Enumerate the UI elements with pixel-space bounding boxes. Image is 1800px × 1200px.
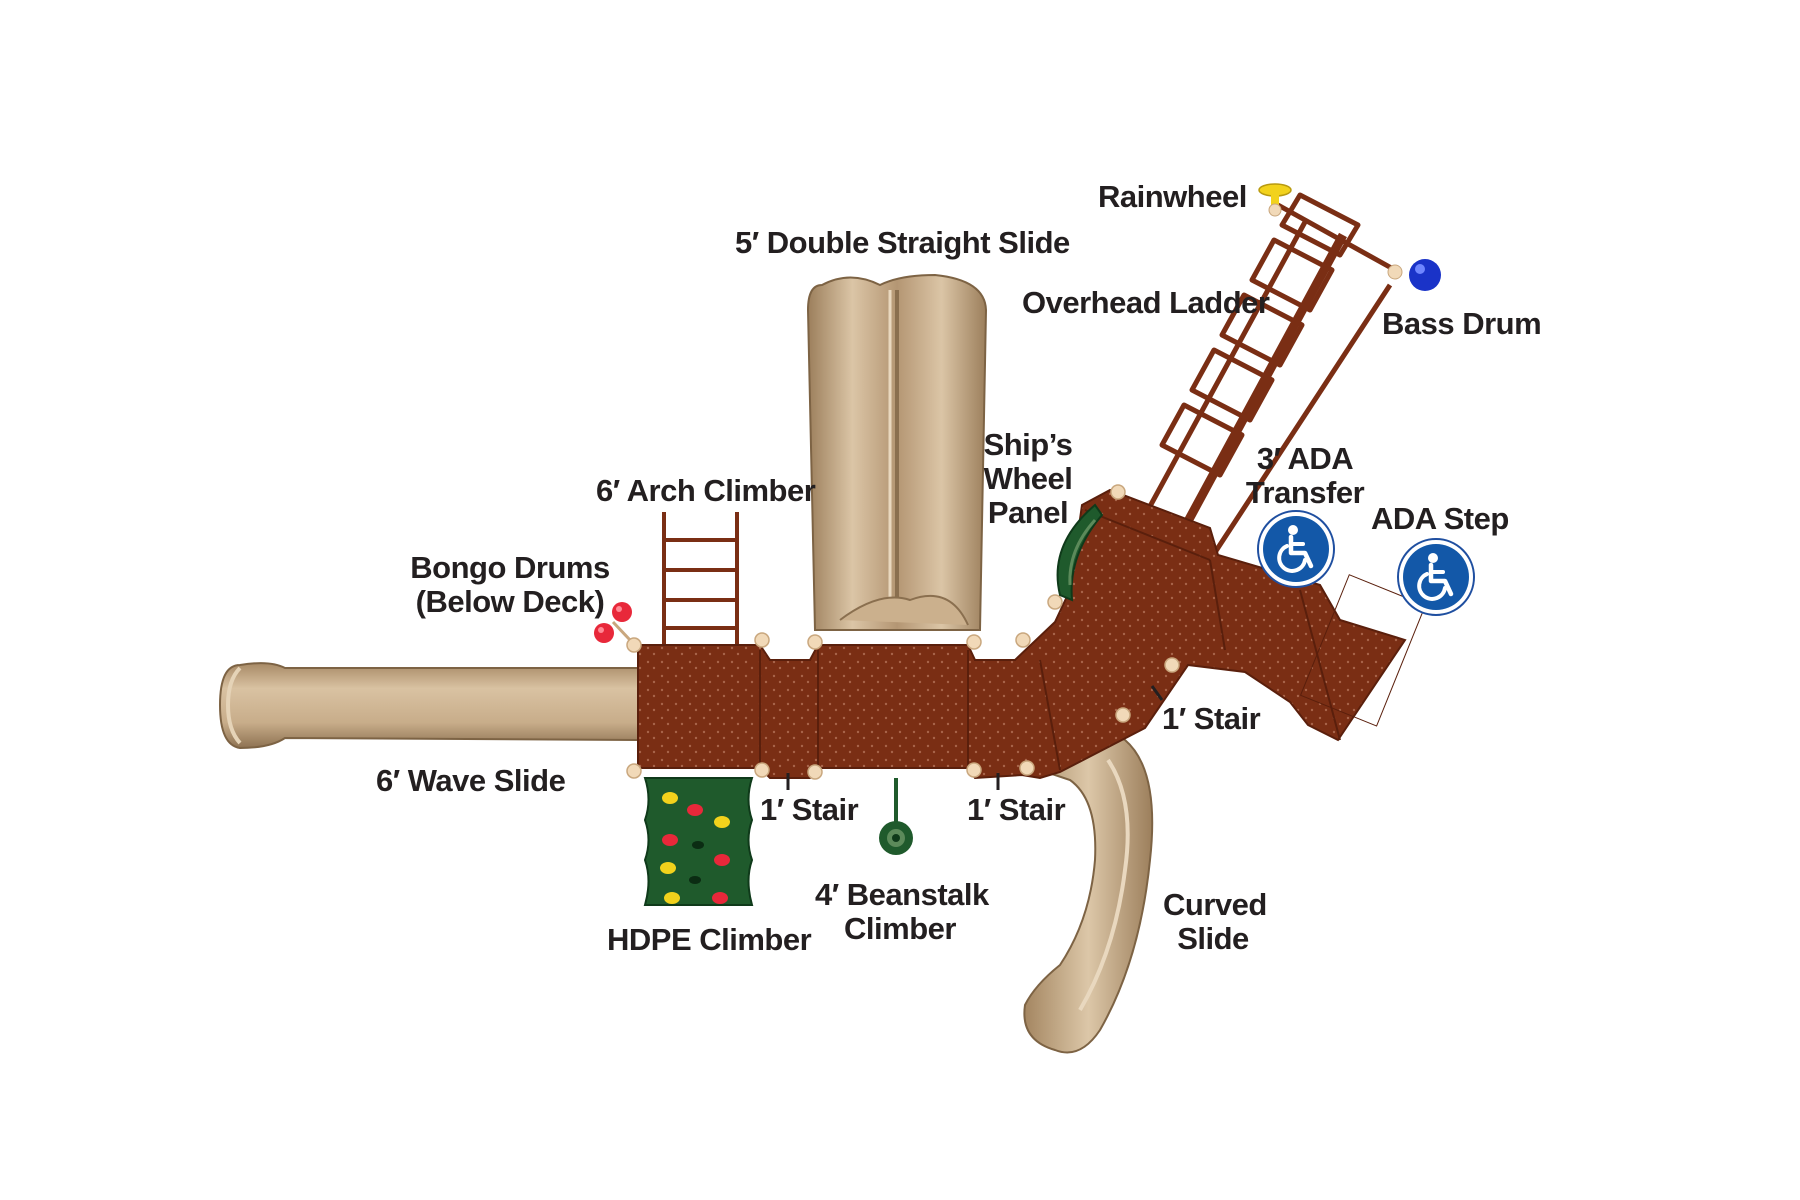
overhead-ladder-label: Overhead Ladder bbox=[1022, 285, 1270, 320]
beanstalk-label-line1: 4′ Beanstalk bbox=[815, 877, 989, 912]
curved-slide-label: Curved Slide bbox=[1163, 887, 1267, 956]
stair-mid-label: 1′ Stair bbox=[967, 792, 1066, 827]
stair-right-label: 1′ Stair bbox=[1162, 701, 1261, 736]
wave-slide-label: 6′ Wave Slide bbox=[376, 763, 566, 798]
curved-slide-label-line1: Curved bbox=[1163, 887, 1267, 922]
beanstalk-climber bbox=[879, 778, 913, 855]
ada-transfer-label-line1: 3′ ADA bbox=[1256, 441, 1354, 476]
beanstalk-label-line2: Climber bbox=[844, 911, 956, 946]
stair-left-label: 1′ Stair bbox=[760, 792, 859, 827]
ada-transfer-label: 3′ ADA Transfer bbox=[1240, 442, 1370, 510]
ada-transfer-icon bbox=[1257, 510, 1335, 588]
bass-drum-label: Bass Drum bbox=[1382, 306, 1542, 341]
hdpe-climber bbox=[643, 777, 754, 906]
rainwheel-label: Rainwheel bbox=[1098, 179, 1247, 214]
ships-wheel-label-line1: Ship’s bbox=[983, 427, 1073, 462]
deck-posts bbox=[626, 484, 1180, 780]
ships-wheel-label-line2: Wheel bbox=[983, 461, 1073, 496]
overhead-ladder bbox=[1145, 192, 1397, 562]
ada-transfer-label-line2: Transfer bbox=[1245, 475, 1365, 510]
deck-structure bbox=[637, 488, 1426, 780]
arch-climber-label: 6′ Arch Climber bbox=[596, 473, 816, 508]
hdpe-climber-label: HDPE Climber bbox=[607, 922, 812, 957]
wave-slide bbox=[218, 662, 641, 750]
stair-markers bbox=[786, 685, 1164, 790]
ada-step-icon bbox=[1397, 538, 1475, 616]
rainwheel bbox=[1258, 183, 1292, 217]
curved-slide bbox=[1023, 733, 1154, 1054]
bongo-label-line1: Bongo Drums bbox=[410, 550, 610, 585]
curved-slide-label-line2: Slide bbox=[1177, 921, 1249, 956]
ada-step-label: ADA Step bbox=[1371, 501, 1509, 536]
bongo-label-line2: (Below Deck) bbox=[415, 584, 605, 619]
ships-wheel-panel bbox=[1056, 503, 1104, 602]
arch-climber bbox=[662, 512, 739, 650]
bass-drum bbox=[1387, 259, 1441, 291]
wheelchair-symbol-icon bbox=[1277, 525, 1314, 573]
bongo-drums bbox=[594, 602, 632, 643]
double-straight-slide-label: 5′ Double Straight Slide bbox=[735, 225, 1070, 260]
ships-wheel-label-line3: Panel bbox=[987, 495, 1069, 530]
wheelchair-symbol-icon bbox=[1417, 553, 1454, 601]
ships-wheel-panel-label: Ship’s Wheel Panel bbox=[978, 428, 1078, 530]
double-straight-slide bbox=[806, 273, 988, 631]
beanstalk-climber-label: 4′ Beanstalk Climber bbox=[815, 877, 989, 946]
bongo-drums-label: Bongo Drums (Below Deck) bbox=[410, 551, 610, 619]
